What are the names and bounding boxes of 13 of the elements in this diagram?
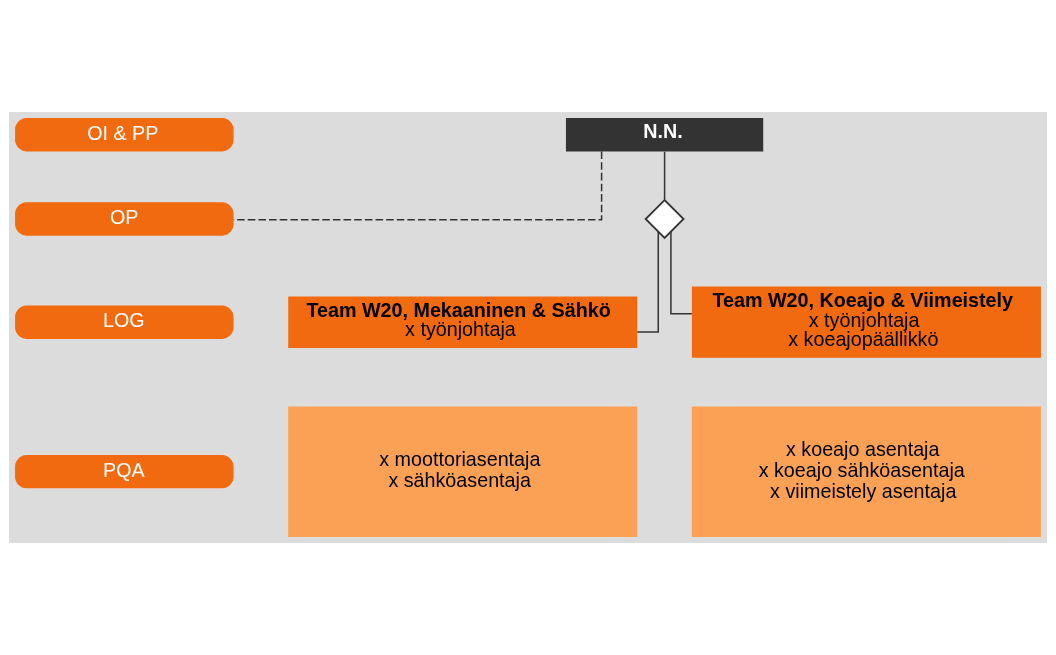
connector [663,151,666,201]
node-box: LOG [15,305,234,339]
node-box: Team W20, Mekaaninen & Sähkö x työnjohtaja [288,296,638,348]
node-box: OI & PP [15,118,234,152]
node-box: N.N. [565,118,764,152]
node-box: PQA [15,455,234,489]
node-box: x moottoriasentaja x sähköasentaja [288,406,638,537]
connector [670,231,693,315]
node-box: x koeajo asentaja x koeajo sähköasentaja x viimeistely asentaja [691,406,1041,537]
node-diamond [644,198,685,240]
node-box: Team W20, Koeajo & Viimeistely x työnjohtaja x koeajopäällikkö [691,286,1041,358]
node-box: OP [15,202,234,236]
connector [636,231,659,333]
